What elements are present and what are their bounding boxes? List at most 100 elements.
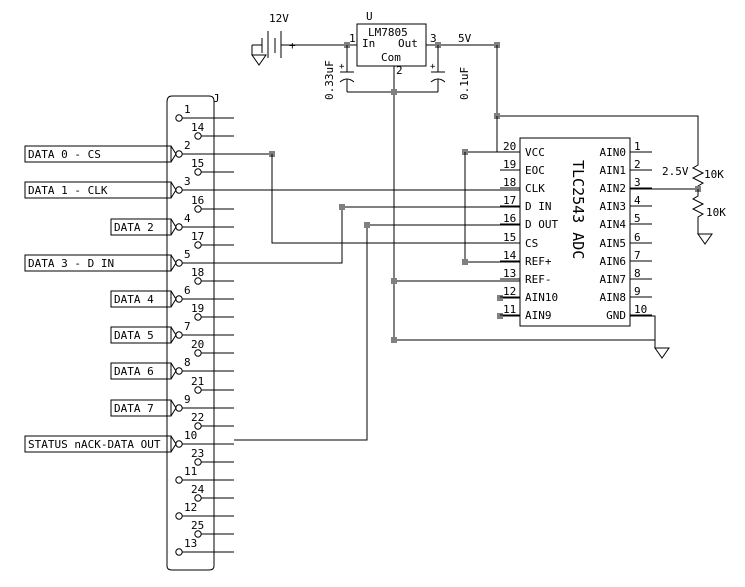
power-supply: + 12V U LM7805 In Out Com 1 3 2 5V + 0.3…	[251, 10, 500, 340]
connector-pin-icon	[175, 150, 183, 158]
signal-label-box	[24, 435, 172, 453]
adc-left-pin-name: D OUT	[525, 218, 558, 231]
connector-pin-icon	[175, 476, 183, 484]
connector-pin-number: 7	[184, 320, 191, 333]
adc-right-pin-number: 8	[634, 267, 641, 280]
adc-left-pin-name: EOC	[525, 164, 545, 177]
signal-label: DATA 0 - CS	[28, 148, 101, 161]
adc-right-pin-number: 2	[634, 158, 641, 171]
adc-right-pin-number: 5	[634, 212, 641, 225]
adc-left-pin-number: 17	[503, 194, 516, 207]
connector-pin-number: 15	[191, 157, 204, 170]
junction-dot	[497, 313, 503, 319]
ground-icon	[697, 233, 713, 245]
signal-label-box	[110, 326, 172, 344]
connector-pin-icon	[175, 295, 183, 303]
junction-dot	[339, 204, 345, 210]
connector-pin-number: 9	[184, 393, 191, 406]
adc-left-pin-number: 16	[503, 212, 516, 225]
adc-right-pin-name: AIN0	[600, 146, 627, 159]
adc-left-pin-name: CS	[525, 237, 538, 250]
regulator-pin-out: 3	[430, 32, 437, 45]
adc-left-pin-number: 12	[503, 285, 516, 298]
connector-pin-number: 6	[184, 284, 191, 297]
connector-pin-number: 5	[184, 248, 191, 261]
battery-voltage: 12V	[269, 12, 289, 25]
adc-right-pin-number: 4	[634, 194, 641, 207]
signal-label-box	[110, 290, 172, 308]
junction-dot	[391, 278, 397, 284]
connector-pin-icon	[175, 259, 183, 267]
adc-left-pin-name: CLK	[525, 182, 545, 195]
junction-dot	[497, 295, 503, 301]
signal-label: DATA 6	[114, 365, 154, 378]
regulator-part: LM7805	[368, 26, 408, 39]
cap-plus: +	[430, 62, 436, 72]
ground-icon	[654, 347, 670, 359]
adc-right-pin-name: GND	[606, 309, 626, 322]
cap-plus: +	[339, 62, 345, 72]
connector-pin-icon	[175, 186, 183, 194]
nets	[234, 45, 699, 441]
adc-left-pin-name: AIN10	[525, 291, 558, 304]
db25-connector: J 11421531641751861972082192210231124122…	[24, 92, 234, 571]
resistor-icon	[691, 160, 705, 189]
signal-arrow-icon	[170, 362, 177, 380]
adc-right-pin-name: AIN5	[600, 237, 627, 250]
divider-mid-voltage: 2.5V	[662, 165, 689, 178]
adc-right-pin-name: AIN4	[600, 218, 627, 231]
signal-label: STATUS nACK-DATA OUT	[28, 438, 161, 451]
signal-label: DATA 1 - CLK	[28, 184, 108, 197]
adc-right-pin-number: 9	[634, 285, 641, 298]
connector-pin-number: 1	[184, 103, 191, 116]
connector-pin-icon	[175, 223, 183, 231]
junction-dot	[364, 222, 370, 228]
cap-0-1uf-value: 0.1uF	[458, 67, 471, 100]
signal-label: DATA 2	[114, 221, 154, 234]
signal-label: DATA 4	[114, 293, 154, 306]
connector-pin-number: 23	[191, 447, 204, 460]
connector-pin-icon	[175, 440, 183, 448]
connector-pin-number: 4	[184, 212, 191, 225]
signal-arrow-icon	[170, 435, 177, 453]
connector-pin-number: 14	[191, 121, 205, 134]
adc-part-label: TLC2543 ADC	[569, 160, 587, 259]
connector-pin-icon	[175, 331, 183, 339]
junction-dot	[391, 89, 397, 95]
adc-left-pin-name: REF-	[525, 273, 552, 286]
connector-pin-number: 22	[191, 411, 204, 424]
connector-pin-number: 19	[191, 302, 204, 315]
connector-pin-icon	[175, 512, 183, 520]
adc-right-pin-number: 1	[634, 140, 641, 153]
connector-pin-number: 18	[191, 266, 204, 279]
connector-pin-number: 25	[191, 519, 204, 532]
adc-right-pin-name: AIN7	[600, 273, 627, 286]
connector-pin-number: 24	[191, 483, 205, 496]
connector-pin-number: 13	[184, 537, 197, 550]
signal-label-box	[24, 254, 172, 272]
connector-pin-icon	[175, 114, 183, 122]
adc-left-pin-name: REF+	[525, 255, 552, 268]
cap-0-33uf-value: 0.33uF	[323, 60, 336, 100]
junction-dot	[462, 259, 468, 265]
connector-pin-number: 16	[191, 194, 204, 207]
adc-left-pin-number: 11	[503, 303, 516, 316]
adc-right-pin-number: 7	[634, 249, 641, 262]
connector-ref: J	[213, 92, 220, 105]
adc-right-pin-name: AIN3	[600, 200, 627, 213]
signal-label-box	[110, 362, 172, 380]
divider-r2-value: 10K	[706, 206, 726, 219]
adc-right-pin-name: AIN8	[600, 291, 627, 304]
connector-pin-number: 8	[184, 356, 191, 369]
divider-r1-value: 10K	[704, 168, 724, 181]
signal-label-box	[110, 399, 172, 417]
regulator-pin-com: 2	[396, 64, 403, 77]
adc-right-pin-number: 3	[634, 176, 641, 189]
signal-label: DATA 5	[114, 329, 154, 342]
adc-left-pin-number: 14	[503, 249, 517, 262]
connector-pin-icon	[175, 404, 183, 412]
adc-left-pin-number: 19	[503, 158, 516, 171]
signal-label-box	[24, 145, 172, 163]
